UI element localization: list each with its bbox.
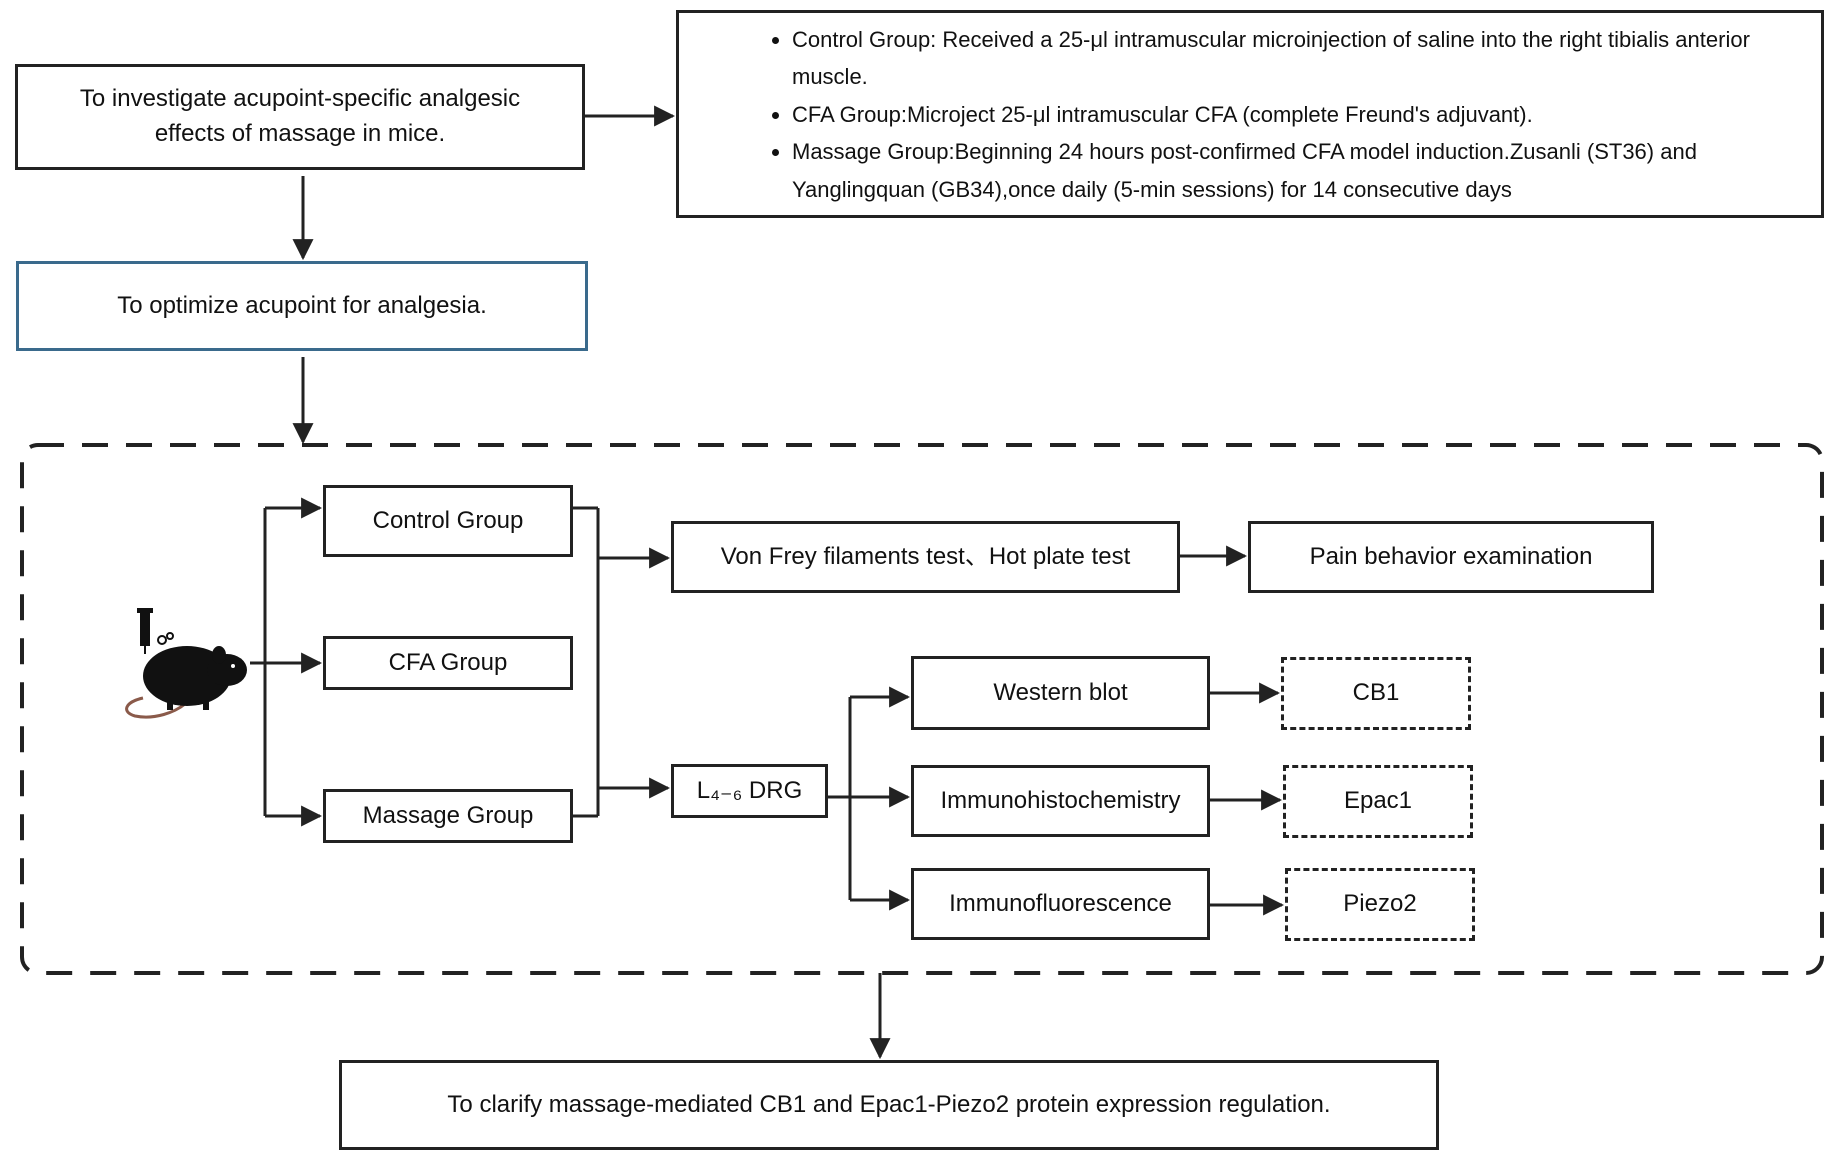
behavior-tests-label: Von Frey filaments test、Hot plate test bbox=[720, 542, 1131, 570]
design-item-massage: Massage Group:Beginning 24 hours post-co… bbox=[792, 133, 1801, 208]
drg-label: L₄₋₆ DRG bbox=[696, 776, 803, 804]
group-massage-label: Massage Group bbox=[362, 801, 534, 829]
syringe-icon bbox=[137, 608, 174, 654]
design-item-control: Control Group: Received a 25-μl intramus… bbox=[792, 21, 1801, 96]
immunofluorescence-box: Immunofluorescence bbox=[911, 868, 1210, 940]
pain-exam-label: Pain behavior examination bbox=[1309, 542, 1593, 570]
target-cb1-box: CB1 bbox=[1281, 657, 1471, 730]
group-control-label: Control Group bbox=[372, 506, 524, 534]
aim-investigate-text: To investigate acupoint-specific analges… bbox=[79, 85, 521, 147]
behavior-tests-box: Von Frey filaments test、Hot plate test bbox=[671, 521, 1180, 593]
group-massage-box: Massage Group bbox=[323, 789, 573, 843]
western-blot-box: Western blot bbox=[911, 656, 1210, 730]
group-design-box: Control Group: Received a 25-μl intramus… bbox=[676, 10, 1824, 218]
target-piezo2-box: Piezo2 bbox=[1285, 868, 1475, 941]
design-item-cfa: CFA Group:Microject 25-μl intramuscular … bbox=[792, 96, 1801, 133]
aim-optimize-text: To optimize acupoint for analgesia. bbox=[117, 291, 487, 319]
aim-clarify-text: To clarify massage-mediated CB1 and Epac… bbox=[447, 1090, 1331, 1118]
aim-optimize-box: To optimize acupoint for analgesia. bbox=[16, 261, 588, 351]
aim-investigate-box: To investigate acupoint-specific analges… bbox=[15, 64, 585, 170]
immunohistochemistry-label: Immunohistochemistry bbox=[940, 786, 1181, 814]
target-epac1-label: Epac1 bbox=[1343, 787, 1413, 815]
group-cfa-label: CFA Group bbox=[388, 648, 508, 676]
target-piezo2-label: Piezo2 bbox=[1343, 890, 1417, 918]
experiment-frame bbox=[20, 443, 1824, 975]
western-blot-label: Western blot bbox=[993, 678, 1128, 706]
group-design-list: Control Group: Received a 25-μl intramus… bbox=[679, 21, 1821, 208]
aim-clarify-box: To clarify massage-mediated CB1 and Epac… bbox=[339, 1060, 1439, 1150]
immunofluorescence-label: Immunofluorescence bbox=[949, 889, 1172, 917]
immunohistochemistry-box: Immunohistochemistry bbox=[911, 765, 1210, 837]
drg-box: L₄₋₆ DRG bbox=[671, 764, 828, 818]
group-control-box: Control Group bbox=[323, 485, 573, 557]
mouse-icon bbox=[125, 608, 247, 719]
target-epac1-box: Epac1 bbox=[1283, 765, 1473, 838]
group-cfa-box: CFA Group bbox=[323, 636, 573, 690]
pain-exam-box: Pain behavior examination bbox=[1248, 521, 1654, 593]
target-cb1-label: CB1 bbox=[1352, 679, 1400, 707]
